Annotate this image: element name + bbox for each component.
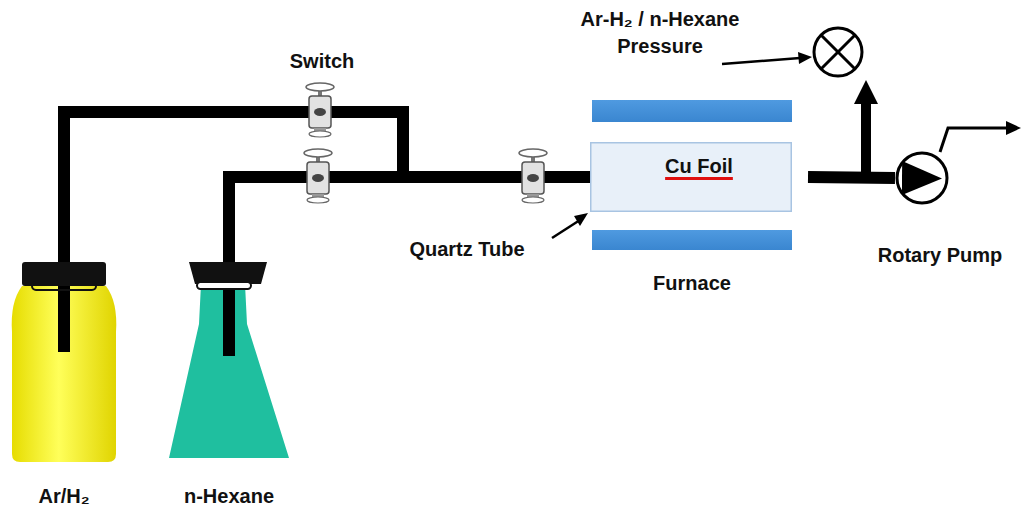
- tube-node: Cu Foil: [590, 142, 808, 212]
- arrow-head: [798, 52, 812, 64]
- flask-node: n-Hexane: [165, 262, 293, 462]
- part-label: Ar-H₂ / n-Hexane Pressure: [573, 6, 748, 60]
- flask-rim: [197, 282, 251, 289]
- part-label: Quartz Tube: [377, 236, 557, 263]
- bottle-node: Ar/H₂: [8, 262, 120, 462]
- flask-outline: [165, 262, 293, 462]
- leader-line: [552, 220, 580, 238]
- valve-switch: [304, 149, 332, 203]
- furnace-heater: [592, 230, 792, 250]
- gauge-cross: [821, 35, 855, 69]
- pressure-tap: [861, 100, 871, 172]
- flask-stopper: [189, 262, 267, 284]
- bottle-outline: [8, 262, 120, 462]
- furnace-heater: [592, 100, 792, 122]
- part-label: Furnace: [622, 270, 762, 297]
- pump-housing: [897, 153, 947, 203]
- part-label: Switch: [257, 48, 387, 75]
- node-label: Cu Foil: [590, 142, 808, 178]
- valve-switch: [519, 149, 547, 203]
- gas-line: [808, 177, 895, 178]
- cap-rim: [32, 282, 96, 290]
- gas-line: [64, 112, 590, 262]
- dip-tube: [58, 282, 70, 352]
- valve-switch: [306, 83, 334, 137]
- node-label: Rotary Pump: [878, 243, 1002, 267]
- arrow-head: [574, 213, 588, 226]
- gauge-cross: [821, 35, 855, 69]
- pump-node: Rotary Pump: [895, 151, 949, 205]
- arrow-head: [1006, 121, 1021, 135]
- leader-line: [722, 58, 800, 64]
- pressure-gauge: [814, 28, 862, 76]
- exhaust-line: [940, 128, 1008, 152]
- pump-outline: [895, 151, 949, 205]
- node-label: n-Hexane: [184, 484, 274, 508]
- arrow-head: [854, 80, 878, 104]
- node-label: Ar/H₂: [38, 484, 89, 508]
